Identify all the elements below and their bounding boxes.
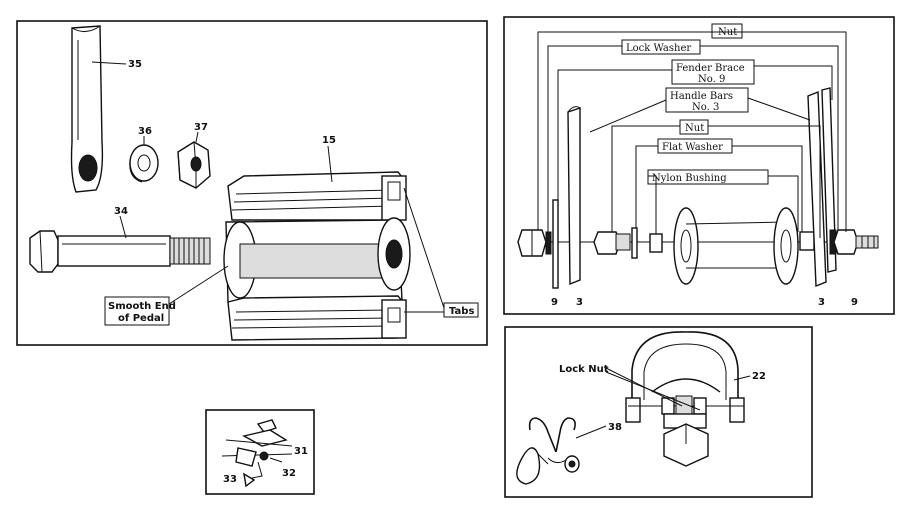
label-lock-washer: Lock Washer (621, 39, 701, 55)
clip-panel-frame (504, 326, 813, 498)
u-bracket-22 (625, 331, 745, 467)
left-lock-washer (545, 231, 552, 255)
left-handle-bar-3 (567, 106, 581, 286)
left-nut (517, 229, 547, 257)
shaft-thread (169, 237, 211, 265)
clip-38 (516, 417, 580, 485)
svg-text:Tabs: Tabs (449, 306, 474, 317)
callout-9-left: 9 (551, 297, 558, 308)
svg-text:Handle Bars: Handle Bars (670, 91, 733, 102)
left-nylon-bushing (649, 233, 663, 253)
callout-32: 32 (282, 468, 296, 479)
axle-panel: Nut Lock Washer Fender Brace No. 9 Handl… (503, 16, 895, 315)
svg-text:No. 3: No. 3 (692, 102, 719, 113)
callout-34: 34 (114, 206, 128, 217)
axle-panel-frame (503, 16, 895, 315)
smooth-end-label: Smooth End of Pedal (104, 296, 176, 326)
label-lock-nut: Lock Nut (559, 364, 609, 375)
svg-text:Smooth End: Smooth End (108, 301, 176, 312)
callout-36: 36 (138, 126, 152, 137)
hex-nut-37 (177, 141, 211, 189)
callout-15: 15 (322, 135, 336, 146)
callout-9-right: 9 (851, 297, 858, 308)
pedal-body-15 (223, 171, 411, 341)
label-handle-bars: Handle Bars No. 3 (665, 87, 749, 113)
svg-text:Fender Brace: Fender Brace (676, 63, 745, 74)
left-flat-washer (631, 227, 638, 259)
svg-text:Flat Washer: Flat Washer (662, 142, 723, 153)
pedal-shaft-34 (29, 230, 211, 273)
lock-washer-36 (129, 144, 159, 183)
svg-text:of Pedal: of Pedal (118, 313, 164, 324)
callout-33: 33 (223, 474, 237, 485)
callout-38: 38 (608, 422, 622, 433)
pedal-panel-frame (16, 20, 488, 346)
callout-35: 35 (128, 59, 142, 70)
right-fender-brace-9 (821, 87, 837, 273)
svg-text:Lock Washer: Lock Washer (626, 43, 691, 54)
svg-text:Nut: Nut (718, 27, 737, 38)
label-fender-brace: Fender Brace No. 9 (671, 59, 755, 85)
label-flat-washer: Flat Washer (657, 138, 733, 154)
svg-text:Nylon Bushing: Nylon Bushing (652, 173, 727, 184)
label-nut-top: Nut (711, 23, 743, 39)
tabs-label: Tabs (443, 302, 479, 318)
pedal-arm-35 (70, 25, 104, 193)
svg-text:Nut: Nut (685, 123, 704, 134)
left-fender-brace-9 (552, 199, 559, 289)
pedal-panel: 35 36 37 (16, 20, 488, 346)
callout-37: 37 (194, 122, 208, 133)
svg-text:No. 9: No. 9 (698, 74, 725, 85)
roller-wheel (673, 207, 799, 285)
right-nylon-bushing (799, 231, 815, 251)
callout-31: 31 (294, 446, 308, 457)
callout-3-right: 3 (818, 297, 825, 308)
small-detail-panel: 31 32 33 (205, 409, 315, 495)
callout-3-left: 3 (576, 297, 583, 308)
right-nut (833, 229, 879, 255)
small-panel-frame (205, 409, 315, 495)
clip-panel: 22 Lock Nut 38 (504, 326, 813, 498)
label-nylon-bushing: Nylon Bushing (647, 169, 769, 185)
left-inner-nut (593, 231, 631, 255)
callout-22: 22 (752, 371, 766, 382)
label-nut-mid: Nut (679, 119, 709, 135)
right-handle-bar-3 (807, 90, 827, 288)
